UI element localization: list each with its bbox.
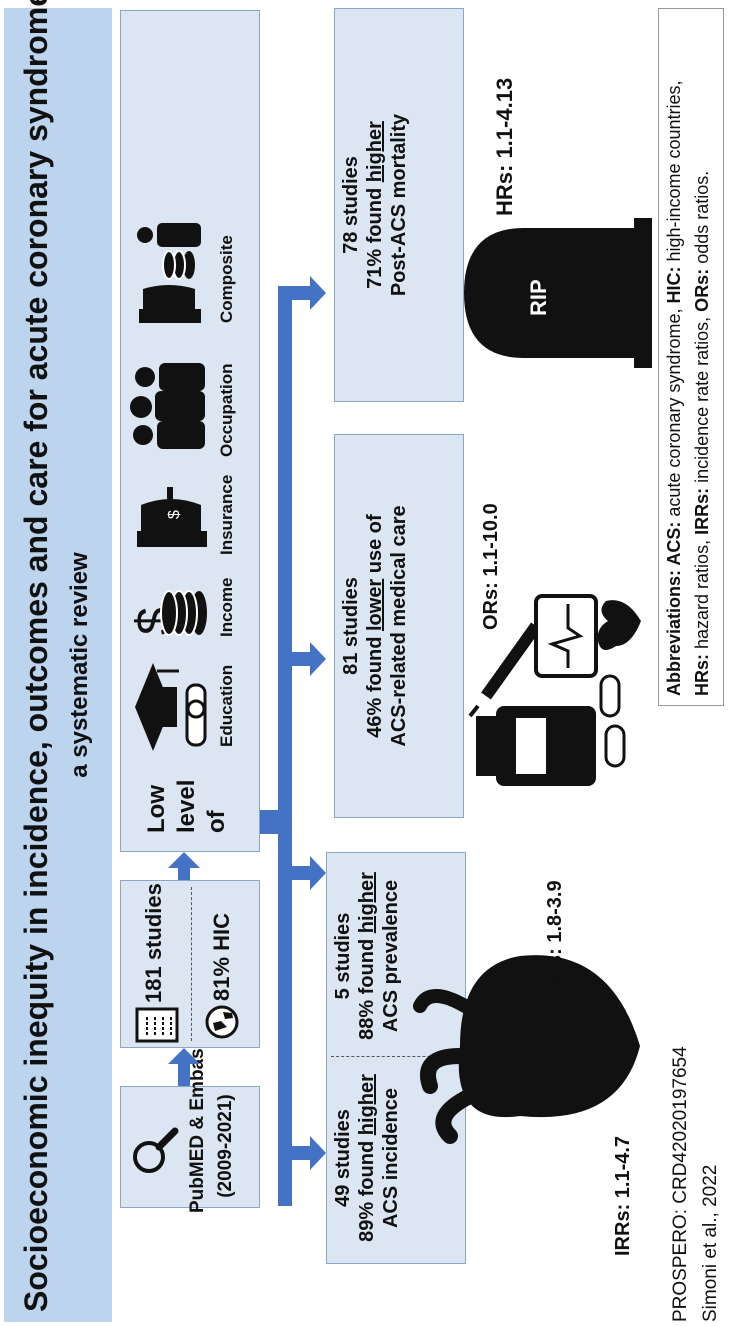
citation: Simoni et al., 2022 [700, 1164, 721, 1322]
ses-box: Low level of Education $ Income $ Insu [120, 10, 260, 852]
care-count: 81 studies [340, 577, 362, 675]
care-ratio: ORs: 1.1-10.0 [480, 503, 502, 630]
search-box: PubMED & Embase (2009-2021) [120, 1038, 260, 1213]
abbreviations-heading: Abbreviations: [664, 565, 684, 696]
document-list-icon [135, 1007, 179, 1043]
globe-icon [205, 1005, 239, 1039]
prevalence-count: 5 studies [332, 912, 354, 1000]
prospero-id: PROSPERO: CRD42020197654 [670, 1046, 691, 1322]
care-measure: ACS-related medical care [388, 505, 410, 747]
incidence-count: 49 studies [332, 1109, 354, 1207]
tombstone-icon [464, 218, 652, 368]
heart-icon [413, 955, 640, 1144]
prevalence-measure: ACS prevalence [380, 879, 402, 1033]
incidence-ratio: IRRs: 1.1-4.7 [612, 1135, 634, 1256]
prevalence-ratio: ORs: 1.8-3.9 [544, 880, 566, 996]
graduation-cap-diploma-icon [135, 663, 207, 751]
care-finding: 46% found lower use of [364, 514, 386, 738]
dollar-coins-icon [160, 590, 207, 636]
magnifier-icon [133, 1127, 179, 1173]
workers-icon [130, 363, 205, 449]
abbreviations-line1: Abbreviations: ACS: acute coronary syndr… [664, 80, 684, 696]
composite-icon [137, 223, 201, 323]
mortality-ratio: HRs: 1.1-4.13 [492, 77, 517, 216]
insurance-umbrella-icon: $ [137, 487, 207, 547]
studies-box: 181 studies 81% HIC [120, 880, 260, 1048]
abbreviations-line2: HRs: hazard ratios, IRRs: incidence rate… [692, 170, 712, 696]
svg-text:$: $ [166, 510, 183, 519]
mortality-count: 78 studies [340, 156, 362, 254]
incidence-finding: 89% found higher [356, 1074, 378, 1242]
mortality-finding: 71% found higher [364, 121, 386, 289]
mortality-measure: Post-ACS mortality [388, 113, 410, 297]
medical-care-icon [468, 594, 641, 786]
tombstone-text: RIP [526, 279, 551, 316]
prevalence-finding: 88% found higher [356, 872, 378, 1040]
incidence-measure: ACS incidence [380, 1087, 402, 1229]
